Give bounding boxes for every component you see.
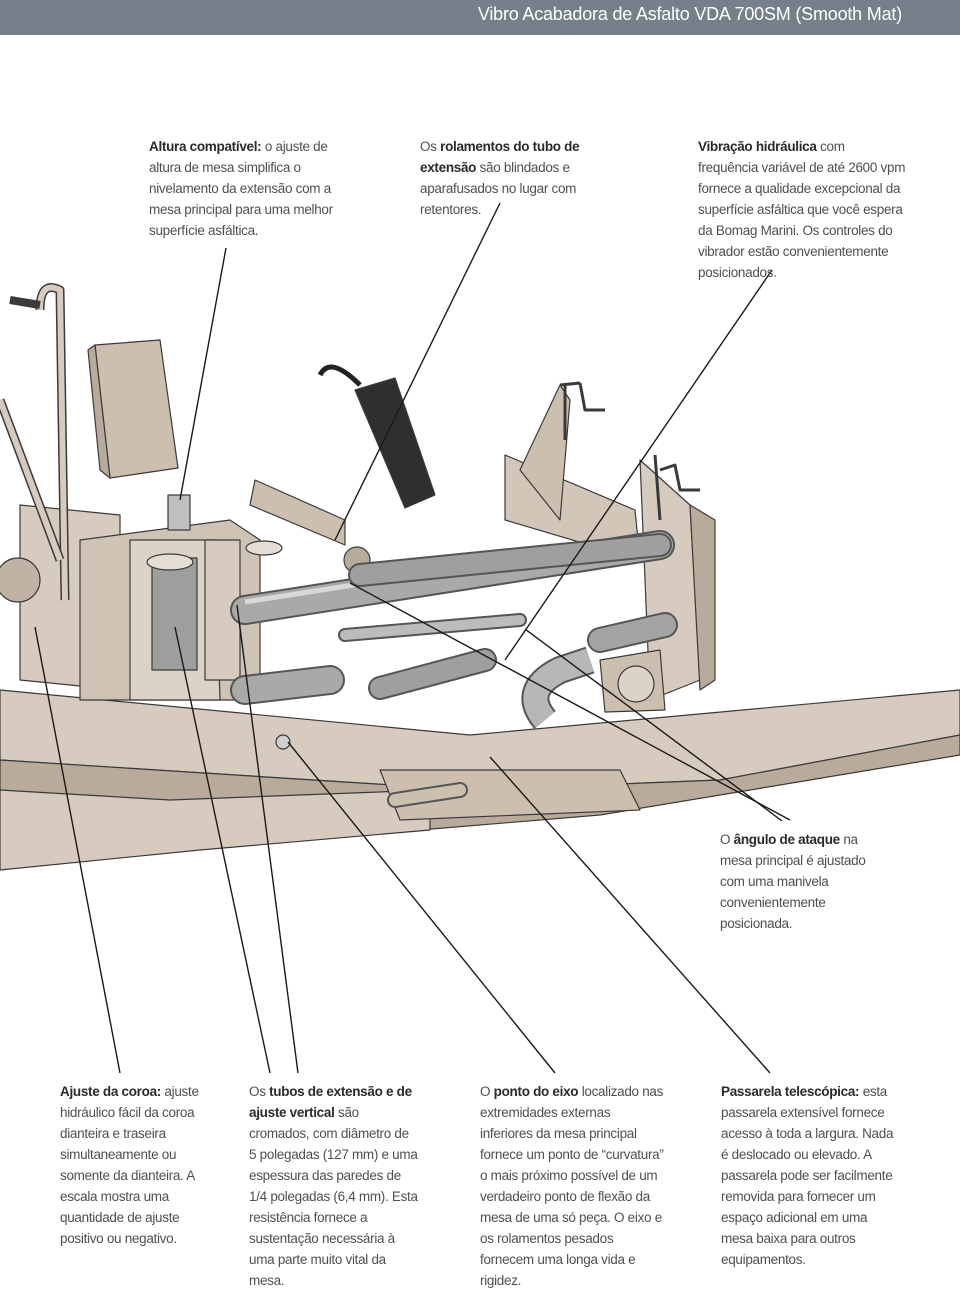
caption-altura-text: o ajuste de altura de mesa simplifica o … [149,139,333,238]
caption-passarela-title: Passarela telescópica: [721,1084,860,1099]
header-bar: Vibro Acabadora de Asfalto VDA 700SM (Sm… [0,0,960,35]
caption-coroa: Ajuste da coroa: ajuste hidráulico fácil… [60,1081,200,1249]
caption-tubos-title: tubos de extensão e de ajuste vertical [249,1084,412,1120]
caption-eixo-pre: O [480,1084,494,1099]
caption-angulo-pre: O [720,832,734,847]
caption-angulo-text: na mesa principal é ajustado com uma man… [720,832,866,931]
caption-vibracao-title: Vibração hidráulica [698,139,817,154]
caption-rolamentos-pre: Os [420,139,441,154]
caption-coroa-title: Ajuste da coroa: [60,1084,161,1099]
caption-coroa-text: ajuste hidráulico fácil da coroa diantei… [60,1084,199,1246]
caption-rolamentos-title: rolamentos do tubo de extensão [420,139,580,175]
caption-rolamentos-text: são blindados e aparafusados no lugar co… [420,160,577,217]
page-title: Vibro Acabadora de Asfalto VDA 700SM (Sm… [477,4,902,24]
caption-angulo: O ângulo de ataque na mesa principal é a… [720,829,890,934]
caption-vibracao: Vibração hidráulica com frequência variá… [698,136,908,283]
caption-eixo: O ponto do eixo localizado nas extremida… [480,1081,665,1291]
caption-rolamentos: Os rolamentos do tubo de extensão são bl… [420,136,595,220]
caption-tubos-text: são cromados, com diâmetro de 5 polegada… [249,1105,418,1288]
caption-tubos: Os tubos de extensão e de ajuste vertica… [249,1081,419,1291]
caption-vibracao-text: com frequência variável de até 2600 vpm … [698,139,906,280]
caption-eixo-text: localizado nas extremidades externas inf… [480,1084,664,1288]
caption-altura: Altura compatível: o ajuste de altura de… [149,136,339,241]
caption-eixo-title: ponto do eixo [493,1084,579,1099]
caption-tubos-pre: Os [249,1084,270,1099]
caption-passarela: Passarela telescópica: esta passarela ex… [721,1081,901,1270]
caption-angulo-title: ângulo de ataque [733,832,841,847]
caption-altura-title: Altura compatível: [149,139,262,154]
caption-passarela-text: esta passarela extensível fornece acesso… [721,1084,894,1267]
